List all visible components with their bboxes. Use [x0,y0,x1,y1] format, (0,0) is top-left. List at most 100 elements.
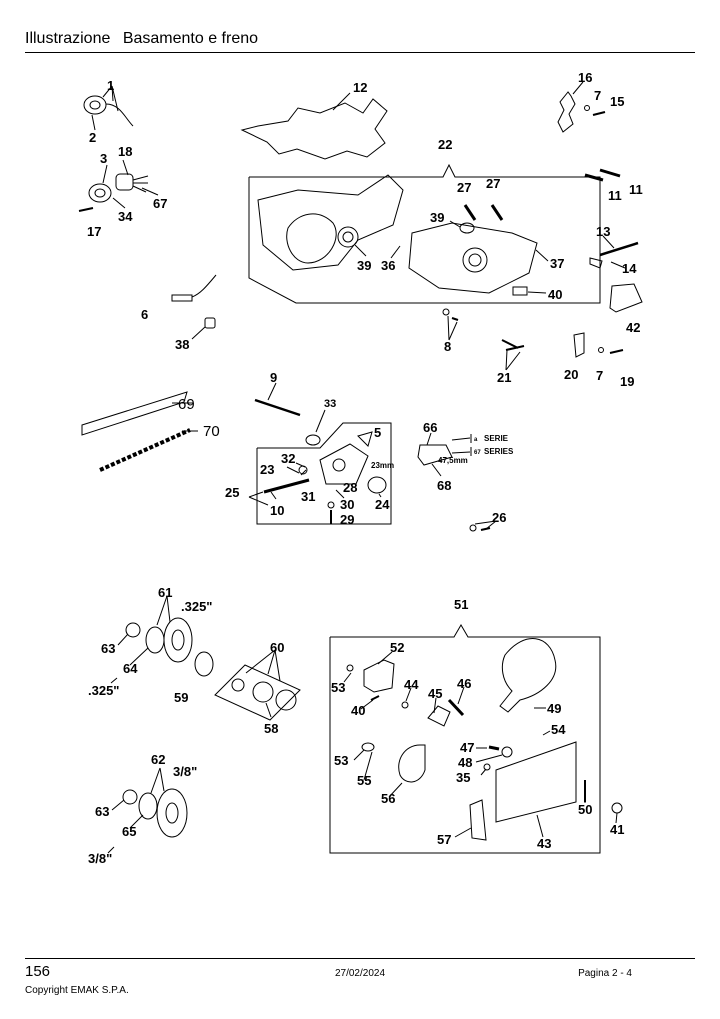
page-reference: Pagina 2 - 4 [578,968,632,979]
callout: 38 [175,337,189,352]
callout: 66 [423,420,437,435]
pitch-325-bottom: .325" [88,683,119,698]
part-1-switch [83,85,134,131]
callout: 67 [153,196,167,211]
callout: 6 [141,307,148,322]
callout: 51 [454,597,468,612]
group-25-frame [256,422,392,525]
serie-label-it: SERIE [484,434,509,443]
callout: 7 [596,368,603,383]
callout: 19 [620,374,634,389]
callout: 40 [548,287,562,302]
dimension-47-5mm: 47,5mm [438,456,468,465]
callout: 16 [578,70,592,85]
callout: 23 [260,462,274,477]
part-42-cover [609,283,643,313]
header-rule [25,52,695,53]
clutch-drum-38 [122,788,188,838]
group-51-frame [329,624,601,854]
callout: 36 [381,258,395,273]
callout: 42 [626,320,640,335]
callout: 18 [118,144,132,159]
callout: 2 [89,130,96,145]
page-number: 156 [25,963,51,980]
callout: 58 [264,721,278,736]
part-70-chain [99,428,191,472]
callout: 56 [381,791,395,806]
callout: 5 [374,425,381,440]
callout: 57 [437,832,451,847]
part-11-stud-b [599,168,621,178]
callout: 63 [95,804,109,819]
print-date: 27/02/2024 [334,968,386,979]
callout: 33 [324,398,336,410]
part-58-clutch-shoes [214,664,301,721]
serie-mark-b: 67 [474,450,481,456]
callout: 48 [458,755,472,770]
callout: 13 [596,224,610,239]
callout: 37 [550,256,564,271]
part-69-guide-bar [81,391,188,436]
part-3-knob [78,159,159,212]
callout: 68 [437,478,451,493]
serie-label-en: SERIES [484,447,514,456]
callout: 15 [610,94,624,109]
callout: 41 [610,822,624,837]
callout: 8 [444,339,451,354]
callout: 70 [203,423,220,440]
page-header: Illustrazione Basamento e freno [25,30,266,48]
callout: 60 [270,640,284,655]
serie-mark-a: a [474,437,478,443]
callout: 39 [357,258,371,273]
callout: 27 [457,180,471,195]
callout: 7 [594,88,601,103]
callout: 24 [375,497,390,512]
callout: 35 [456,770,470,785]
callout: 27 [486,176,500,191]
part-33-ring [305,434,321,446]
callout: 11 [629,182,643,197]
part-6-switch-wire [171,274,217,302]
part-25-oil-pump [263,431,387,524]
part-22-crankcase [257,174,538,296]
callout: 63 [101,641,115,656]
callout: 62 [151,752,165,767]
header-title: Basamento e freno [122,30,259,47]
footer-rule [25,958,695,959]
part-12-gasket [240,98,388,160]
part-21-screws [501,339,525,351]
pitch-38-top: 3/8" [173,764,197,779]
callout: 49 [547,701,561,716]
callout: 40 [351,703,365,718]
callout: 43 [537,836,551,851]
callout: 52 [390,640,404,655]
callout: 61 [158,585,172,600]
callout: 46 [457,676,471,691]
part-9-screw [254,398,301,417]
copyright: Copyright EMAK S.P.A. [25,985,129,996]
callout: 54 [551,722,566,737]
callout: 59 [174,690,188,705]
callout: 12 [353,80,367,95]
callout: 20 [564,367,578,382]
pitch-38-bottom: 3/8" [88,851,112,866]
callout: 25 [225,485,239,500]
callout: 65 [122,824,136,839]
callout: 53 [334,753,348,768]
callout: 9 [270,370,277,385]
header-section: Illustrazione [25,30,111,47]
callout: 50 [578,802,592,817]
callout: 45 [428,686,442,701]
callout: 30 [340,497,354,512]
callout: 26 [492,510,506,525]
clutch-drum-325 [125,617,214,677]
part-13-bolt [599,241,639,257]
callout: 44 [404,677,419,692]
callout: 55 [357,773,371,788]
callout: 22 [438,137,452,152]
group-22-frame [248,163,601,304]
part-11-stud-a [584,173,604,182]
callout: 14 [622,261,637,276]
part-20-plate [573,332,585,358]
